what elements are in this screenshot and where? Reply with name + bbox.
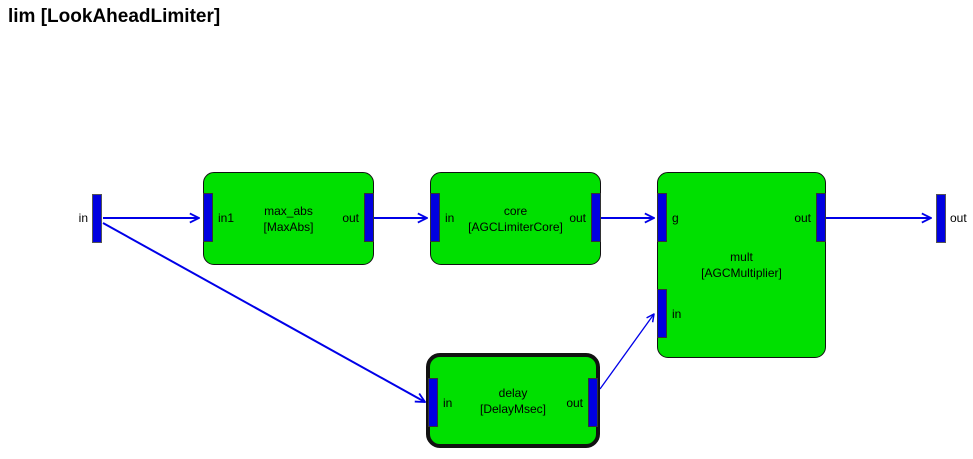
input-terminal[interactable] [92,194,102,243]
port-max-abs-out-label: out [342,211,359,225]
block-core-type: [AGCLimiterCore] [468,219,563,234]
port-mult-g-label: g [672,211,679,225]
wire-delay-to-mult-in [599,314,654,390]
block-core-label: core [AGCLimiterCore] [431,173,600,264]
port-max-abs-out[interactable] [364,193,374,242]
port-max-abs-in1-label: in1 [218,211,235,225]
block-delay-name: delay [498,385,528,400]
block-mult-name: mult [730,250,753,264]
output-terminal[interactable] [936,194,946,243]
port-max-abs-in1[interactable] [203,193,213,242]
block-mult[interactable]: mult [AGCMultiplier] g in out [657,172,826,358]
port-delay-out[interactable] [588,378,598,427]
block-delay-label: delay [DelayMsec] [430,357,596,444]
block-mult-type: [AGCMultiplier] [701,266,782,280]
port-core-in[interactable] [430,193,440,242]
port-delay-in[interactable] [428,378,438,427]
port-delay-out-label: out [566,396,583,410]
block-core[interactable]: core [AGCLimiterCore] in out [430,172,601,265]
port-core-out[interactable] [591,193,601,242]
block-max-abs-label: max_abs [MaxAbs] [204,173,373,264]
output-terminal-label: out [950,211,967,225]
port-mult-g[interactable] [657,193,667,242]
port-mult-in[interactable] [657,289,667,338]
block-core-name: core [503,203,528,218]
port-mult-out-label: out [794,211,811,225]
input-terminal-label: in [78,211,88,225]
block-max-abs-name: max_abs [264,203,313,218]
block-max-abs[interactable]: max_abs [MaxAbs] in1 out [203,172,374,265]
port-mult-in-label: in [672,307,682,321]
block-max-abs-type: [MaxAbs] [263,219,314,234]
diagram-title: lim [LookAheadLimiter] [8,6,221,27]
block-delay-type: [DelayMsec] [479,401,547,416]
block-delay[interactable]: delay [DelayMsec] in out [426,353,600,448]
port-mult-out[interactable] [816,193,826,242]
port-core-out-label: out [569,211,586,225]
port-core-in-label: in [445,211,455,225]
block-mult-label: mult [AGCMultiplier] [658,173,825,357]
port-delay-in-label: in [443,396,453,410]
